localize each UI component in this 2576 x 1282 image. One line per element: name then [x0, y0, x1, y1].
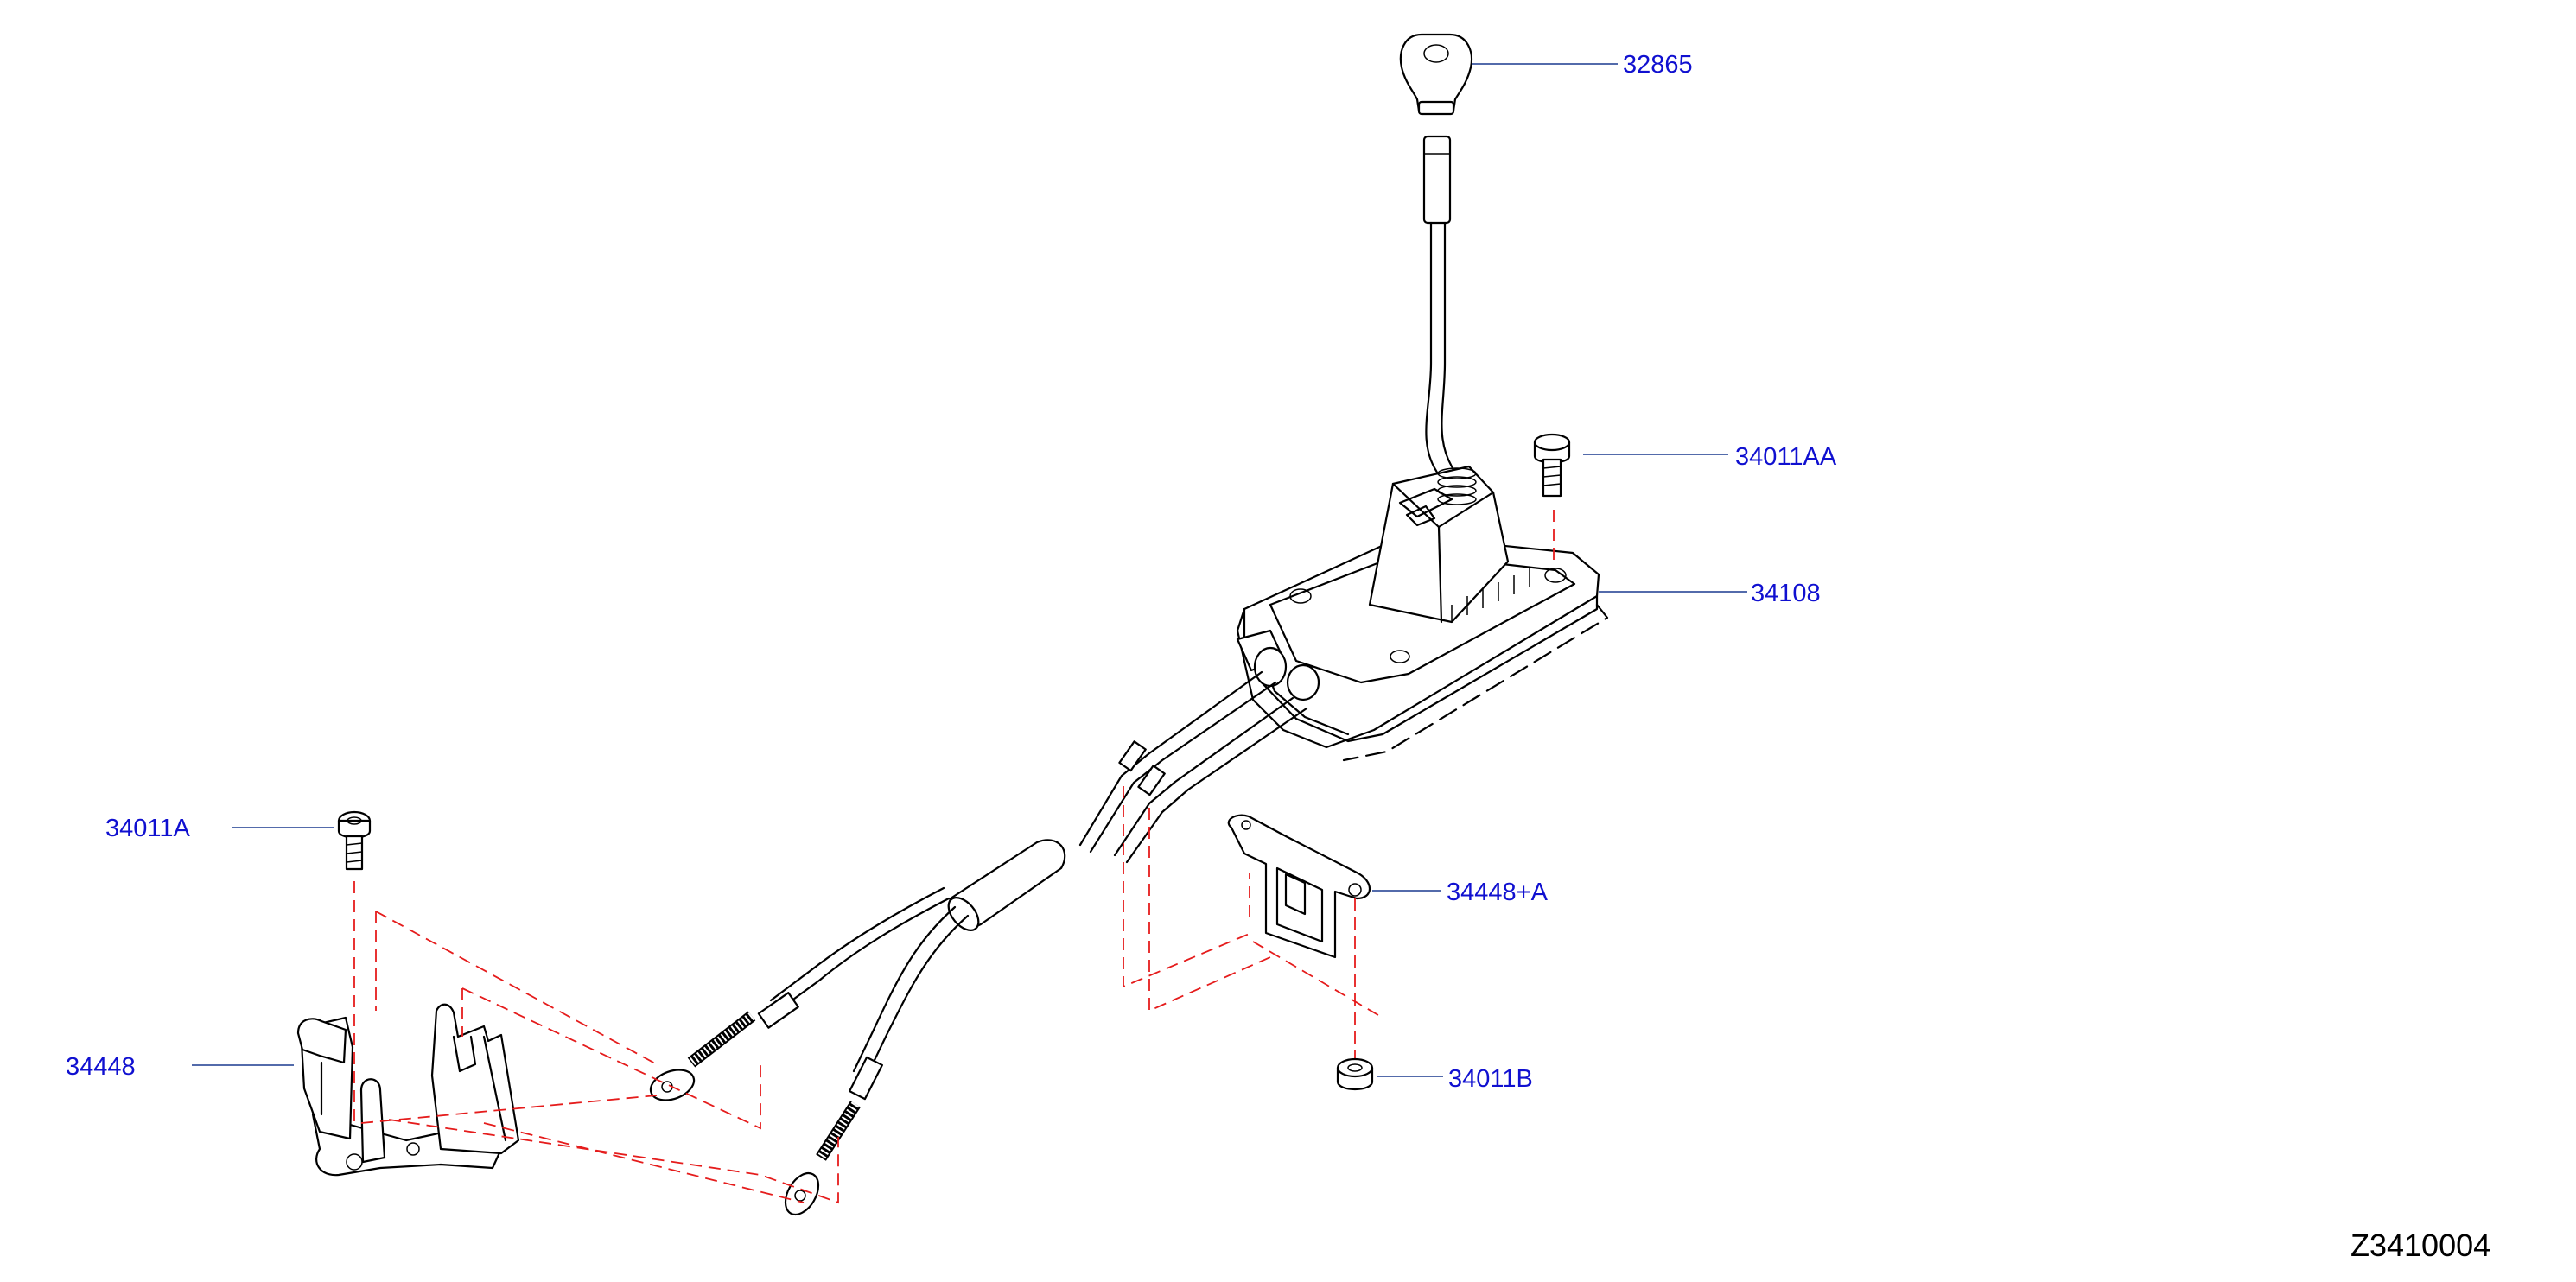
bolt-top[interactable] [1533, 433, 1571, 498]
phantom-cable-right [1123, 786, 1383, 1019]
shift-cables [649, 670, 1308, 1215]
callout-bracket-left[interactable]: 34448 [66, 1053, 136, 1081]
phantom-cable-left [360, 911, 839, 1204]
callout-bracket-right[interactable]: 34448+A [1447, 879, 1549, 906]
drawing-number: Z3410004 [2350, 1228, 2490, 1263]
shift-lever [1422, 135, 1462, 486]
bracket-right[interactable] [1227, 814, 1371, 959]
callout-bolt-top[interactable]: 34011AA [1735, 443, 1837, 471]
callout-bolt-left[interactable]: 34011A [105, 815, 190, 842]
bolt-left[interactable] [337, 810, 372, 871]
bracket-left[interactable] [296, 1003, 520, 1177]
shift-knob[interactable] [1399, 33, 1473, 116]
callout-nut[interactable]: 34011B [1448, 1065, 1533, 1093]
control-device-assembly[interactable] [1236, 465, 1609, 762]
callout-control-device[interactable]: 34108 [1751, 580, 1821, 607]
callout-knob[interactable]: 32865 [1623, 51, 1693, 79]
nut[interactable] [1336, 1057, 1374, 1091]
